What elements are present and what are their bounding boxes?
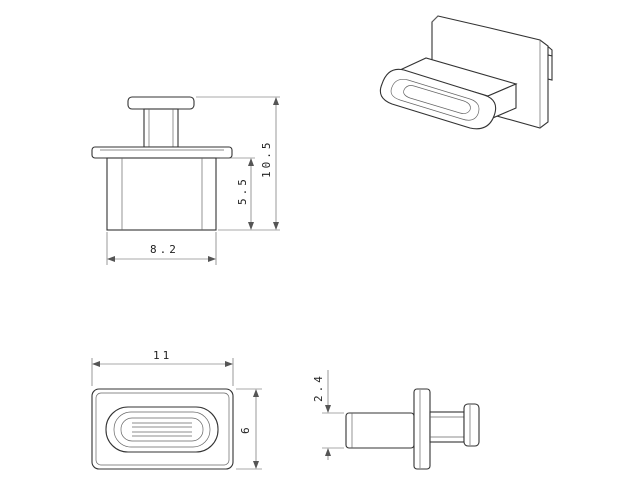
- side-flange: [413, 388, 431, 470]
- dim-front-total-height: 10.5: [260, 140, 273, 179]
- front-plug-body: [106, 157, 217, 231]
- front-view: 8.2 5.5 10.5: [91, 96, 280, 265]
- side-view: 2.4: [312, 370, 480, 470]
- side-neck: [429, 411, 465, 443]
- dim-front-width: 8.2: [150, 243, 179, 256]
- front-flange: [91, 146, 233, 159]
- dim-bottom-width: 11: [153, 349, 172, 362]
- isometric-view: [379, 15, 553, 130]
- dim-side-flange: 2.4: [312, 373, 325, 402]
- front-neck: [143, 108, 179, 148]
- iso-plug-face: [379, 68, 497, 130]
- side-insert: [345, 412, 415, 449]
- front-grip-tab: [127, 96, 195, 110]
- side-grip: [463, 403, 480, 447]
- dim-bottom-height: 6: [239, 424, 252, 434]
- dim-front-insert-height: 5.5: [236, 176, 249, 205]
- bottom-view: 11 6: [91, 349, 262, 470]
